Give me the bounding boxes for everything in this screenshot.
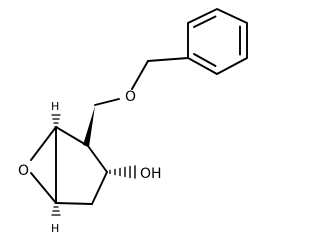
benzene-double-bond bbox=[193, 15, 217, 28]
benzene-ring-bonds bbox=[187, 7, 248, 76]
epoxide-oxygen-label: O bbox=[18, 163, 29, 179]
hashed-wedge-bond bbox=[109, 165, 136, 179]
h-top-label: H bbox=[51, 100, 59, 113]
ether-oxygen-label: O bbox=[125, 89, 136, 105]
hashed-wedge-bond bbox=[51, 114, 61, 128]
ch2-o-bond bbox=[131, 60, 149, 90]
benzene-double-bond bbox=[193, 53, 217, 67]
hashed-wedge-bond bbox=[51, 202, 61, 216]
ring-bond-c2-c1 bbox=[55, 126, 89, 147]
ring-bond-c2-c3 bbox=[87, 145, 108, 173]
epoxide-bond-top bbox=[30, 126, 57, 161]
o-ch2-bond bbox=[94, 98, 120, 106]
benzyl-ch2-bond bbox=[147, 57, 189, 62]
wedge-bond bbox=[83, 106, 95, 147]
benzene-ring bbox=[187, 7, 248, 76]
ring-bond-c3-c4 bbox=[91, 171, 108, 205]
epoxide-bond-bottom bbox=[30, 172, 57, 204]
ring-bond-c4-c5 bbox=[55, 202, 93, 205]
structure-diagram: O O OH H H bbox=[18, 7, 248, 235]
h-bottom-label: H bbox=[51, 222, 59, 235]
hydroxyl-label: OH bbox=[140, 166, 162, 182]
